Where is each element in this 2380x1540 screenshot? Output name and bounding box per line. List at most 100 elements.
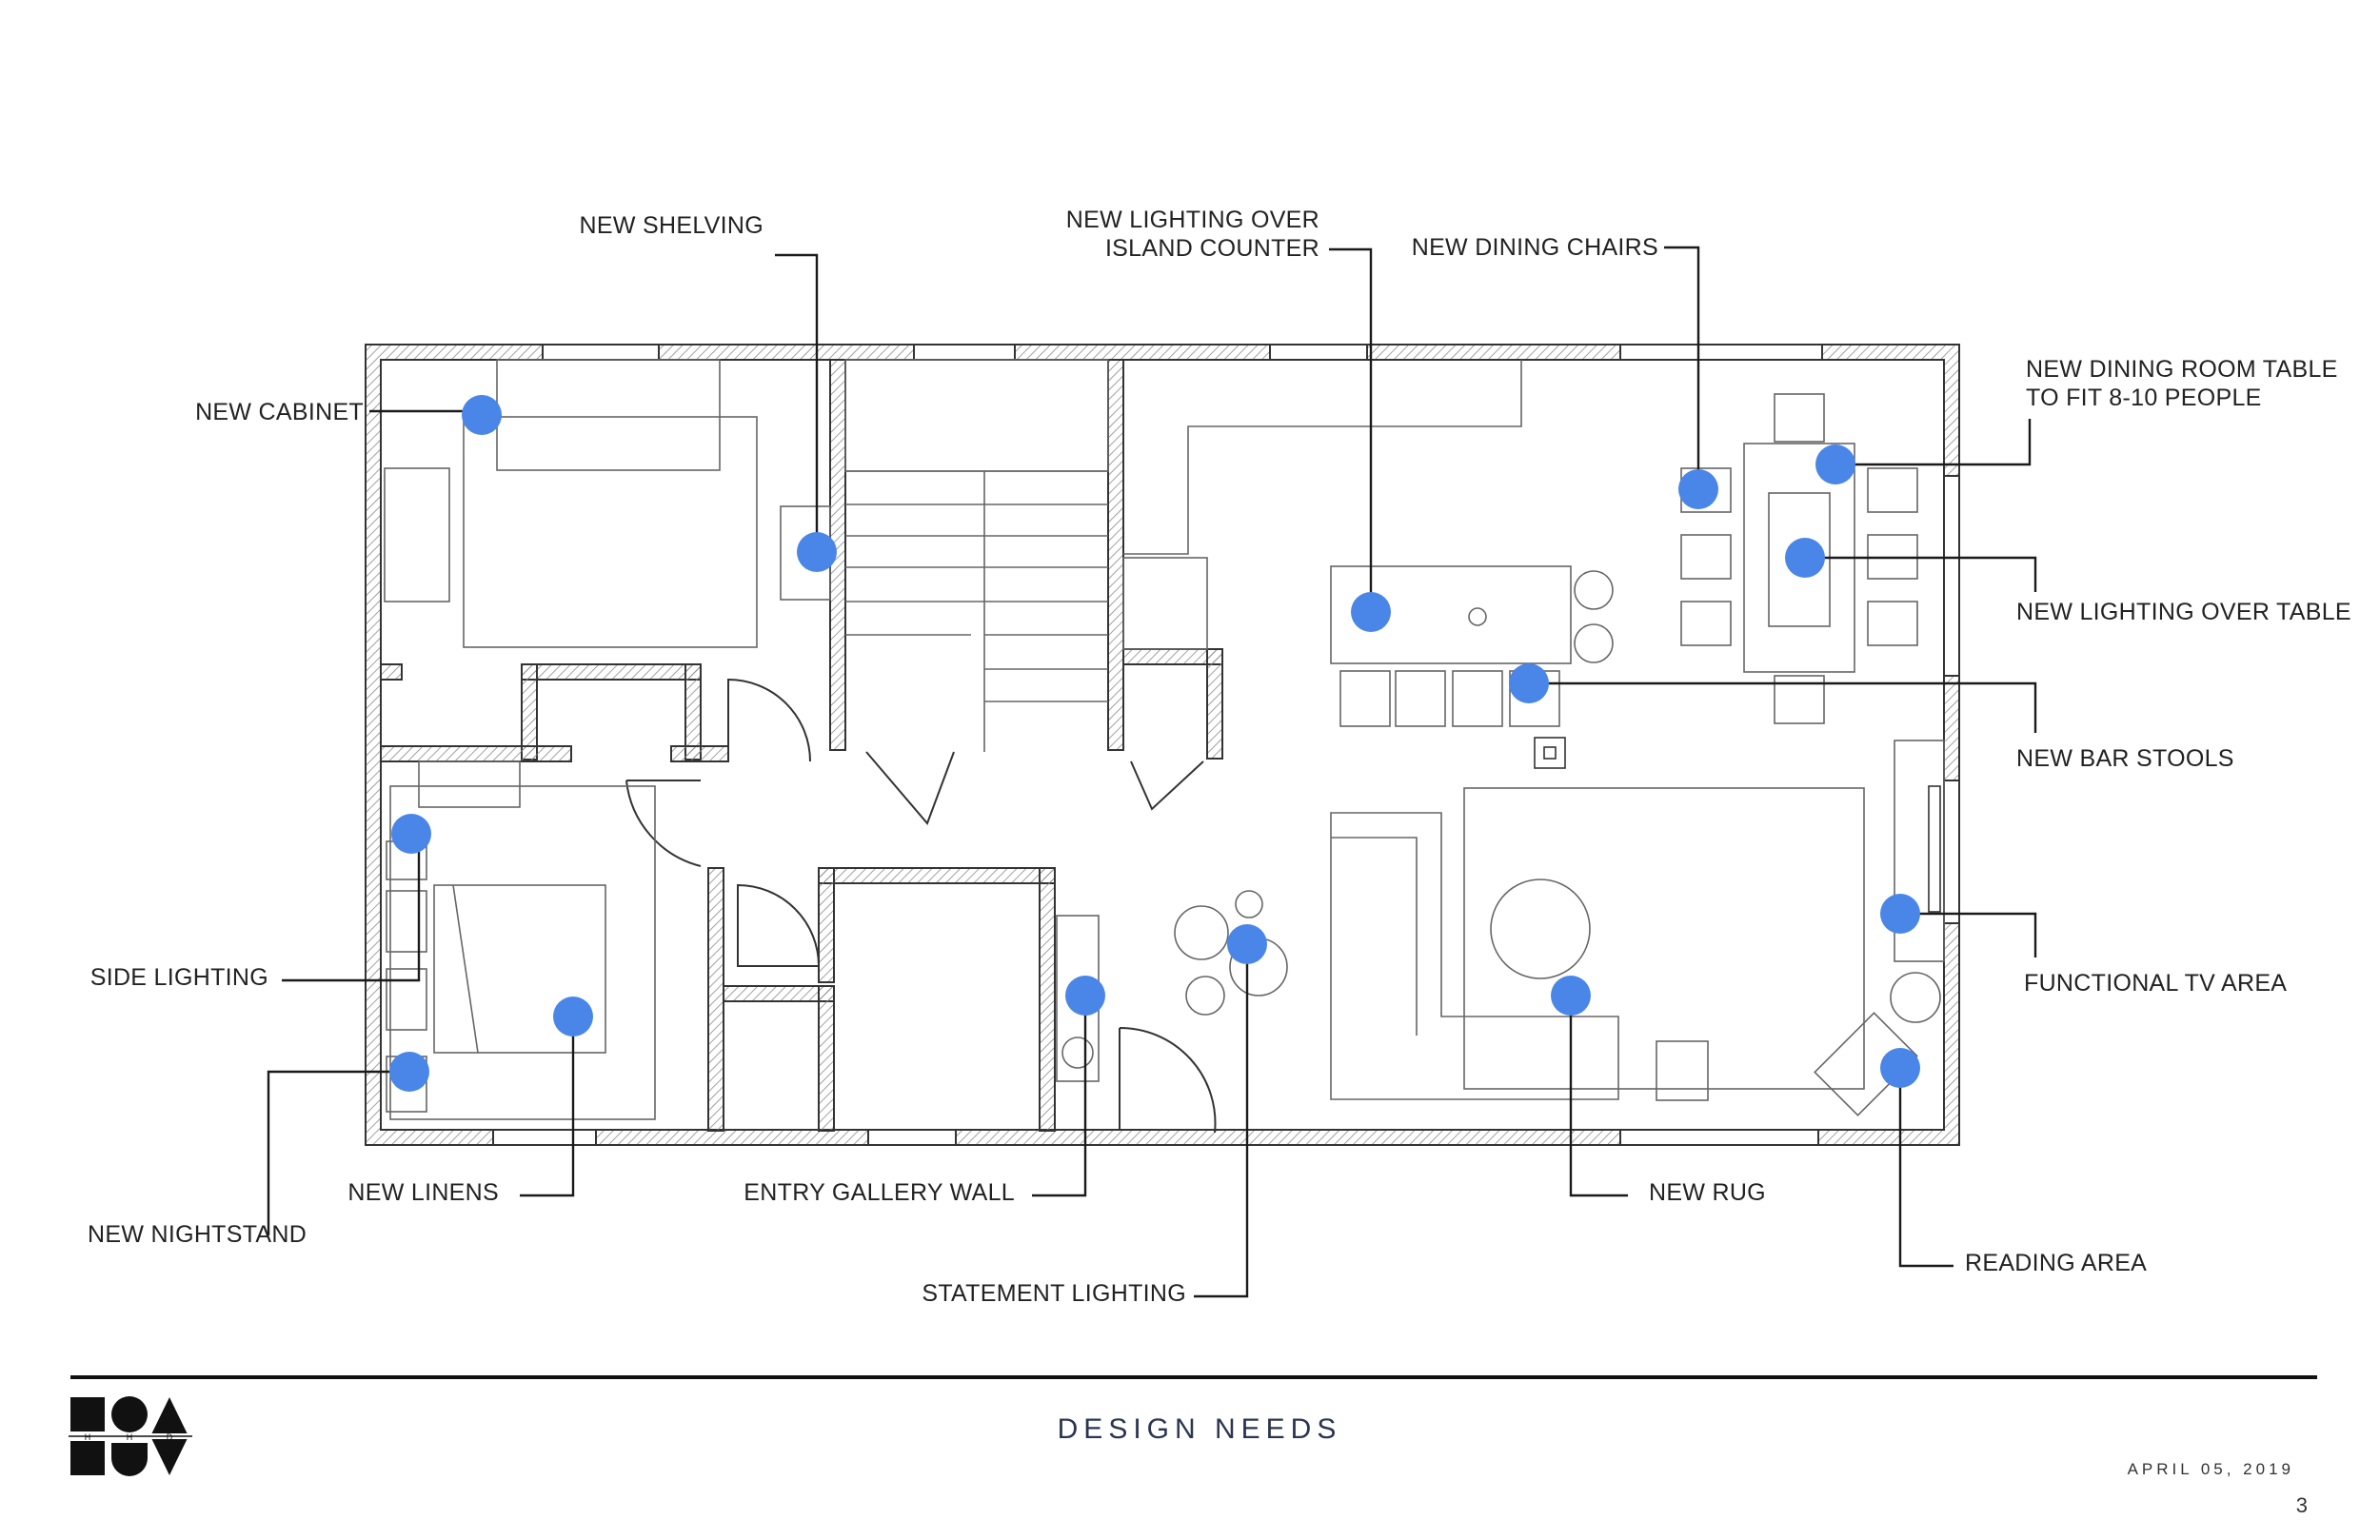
chair <box>1867 467 1918 513</box>
label-new-shelving: NEW SHELVING <box>580 211 764 240</box>
label-line: NEW DINING CHAIRS <box>1411 234 1658 261</box>
marker-functional-tv[interactable] <box>1880 894 1920 934</box>
label-line: NEW LINENS <box>347 1179 499 1206</box>
bath-wall-top <box>818 867 1056 884</box>
rug <box>1463 787 1865 1090</box>
label-new-bar-stools: NEW BAR STOOLS <box>2016 744 2234 773</box>
page-title: DESIGN NEEDS <box>1057 1413 1342 1445</box>
marker-reading-area[interactable] <box>1880 1048 1920 1088</box>
leader-entry-gallery <box>1032 996 1087 1197</box>
label-new-cabinet: NEW CABINET <box>195 398 364 426</box>
label-new-lighting-table: NEW LIGHTING OVER TABLE <box>2016 598 2351 626</box>
label-line: ENTRY GALLERY WALL <box>744 1179 1015 1206</box>
sink <box>1468 607 1487 626</box>
exterior-wall <box>365 344 1960 1146</box>
bar-stool <box>1452 670 1503 727</box>
label-new-lighting-island: NEW LIGHTING OVER ISLAND COUNTER <box>1066 206 1319 263</box>
label-entry-gallery: ENTRY GALLERY WALL <box>744 1178 1015 1207</box>
table-light <box>1768 492 1831 627</box>
label-line: NEW LIGHTING OVER TABLE <box>2016 599 2351 625</box>
window <box>542 344 660 361</box>
window <box>913 344 1016 361</box>
closet-wall-right <box>1206 648 1223 760</box>
marker-statement-lighting[interactable] <box>1227 924 1267 964</box>
marker-side-lighting[interactable] <box>391 814 431 854</box>
label-line: ISLAND COUNTER <box>1104 235 1319 262</box>
label-line: NEW LIGHTING OVER <box>1065 207 1319 233</box>
label-new-nightstand: NEW NIGHTSTAND <box>88 1220 307 1249</box>
marker-new-dining-chairs[interactable] <box>1678 469 1718 509</box>
marker-new-rug[interactable] <box>1551 976 1591 1016</box>
label-line: NEW BAR STOOLS <box>2016 745 2234 772</box>
marker-new-linens[interactable] <box>553 997 593 1037</box>
tv-console <box>1894 740 1945 962</box>
leader-new-shelving <box>775 253 819 552</box>
bedroom-wall-a <box>380 663 403 681</box>
leader-lines <box>267 246 2037 1298</box>
label-line: NEW NIGHTSTAND <box>88 1221 307 1248</box>
stairs <box>844 359 1109 752</box>
label-statement-lighting: STATEMENT LIGHTING <box>922 1279 1186 1308</box>
doors <box>625 678 1217 1134</box>
marker-new-bar-stools[interactable] <box>1509 663 1549 703</box>
furniture <box>384 359 1945 1120</box>
marker-new-nightstand[interactable] <box>389 1052 429 1092</box>
hall-wall-left <box>707 867 724 1132</box>
bar-stool <box>1339 670 1391 727</box>
bedroom-wall-c <box>670 745 729 762</box>
cabinet-top <box>418 760 521 808</box>
stool-round <box>1574 570 1614 610</box>
coffee-table <box>1490 879 1591 979</box>
sectional-sofa <box>1330 812 1619 1100</box>
side-table <box>1890 972 1941 1023</box>
label-line: SIDE LIGHTING <box>89 964 268 991</box>
company-logo: H H D <box>69 1396 192 1476</box>
logo-letter: D <box>167 1432 173 1442</box>
marker-new-cabinet[interactable] <box>462 395 502 435</box>
leader-new-lighting-island <box>1329 247 1373 612</box>
leader-new-nightstand <box>267 1070 409 1235</box>
marker-entry-gallery[interactable] <box>1065 976 1105 1016</box>
column <box>1534 737 1566 769</box>
pendant <box>1185 976 1225 1016</box>
door-swing <box>625 780 702 867</box>
marker-new-dining-table[interactable] <box>1815 444 1855 484</box>
label-new-rug: NEW RUG <box>1649 1178 1766 1207</box>
windows <box>492 344 1960 1146</box>
door-swing <box>737 883 821 967</box>
label-line: NEW DINING ROOM TABLE <box>2026 356 2338 383</box>
reading-chair <box>1814 1012 1918 1116</box>
door-swing <box>865 751 955 825</box>
leader-new-linens <box>520 1017 575 1197</box>
leader-reading-area <box>1898 1068 1954 1268</box>
bar-stool <box>1395 670 1446 727</box>
kitchen-counter <box>1123 360 1522 555</box>
marker-new-shelving[interactable] <box>797 532 837 572</box>
bath-wall-lower <box>818 985 835 1132</box>
headboard-drawers <box>386 968 427 1031</box>
marker-new-lighting-island[interactable] <box>1351 592 1391 632</box>
leader-functional-tv <box>1900 912 2037 958</box>
column-inner <box>1543 746 1557 760</box>
leader-new-rug <box>1569 996 1628 1197</box>
label-line: FUNCTIONAL TV AREA <box>2024 970 2288 997</box>
island-counter <box>1330 565 1572 664</box>
label-line: NEW CABINET <box>195 399 364 425</box>
chair <box>1680 534 1732 580</box>
page-date: APRIL 05, 2019 <box>2127 1460 2294 1478</box>
bedroom-wall-b <box>380 745 572 762</box>
footer-rule <box>70 1375 2317 1379</box>
chair <box>1774 393 1825 443</box>
label-line: NEW RUG <box>1649 1179 1766 1206</box>
chair <box>1680 601 1732 646</box>
dresser <box>384 467 450 602</box>
label-new-dining-table: NEW DINING ROOM TABLE TO FIT 8-10 PEOPLE <box>2026 355 2338 412</box>
marker-new-lighting-table[interactable] <box>1785 538 1825 578</box>
stool-round <box>1574 623 1614 663</box>
label-reading-area: READING AREA <box>1965 1249 2147 1277</box>
door-swing <box>1130 760 1204 811</box>
window <box>492 1129 597 1146</box>
hall-wall-mid <box>723 985 835 1002</box>
bed-2-fold <box>452 884 479 1054</box>
